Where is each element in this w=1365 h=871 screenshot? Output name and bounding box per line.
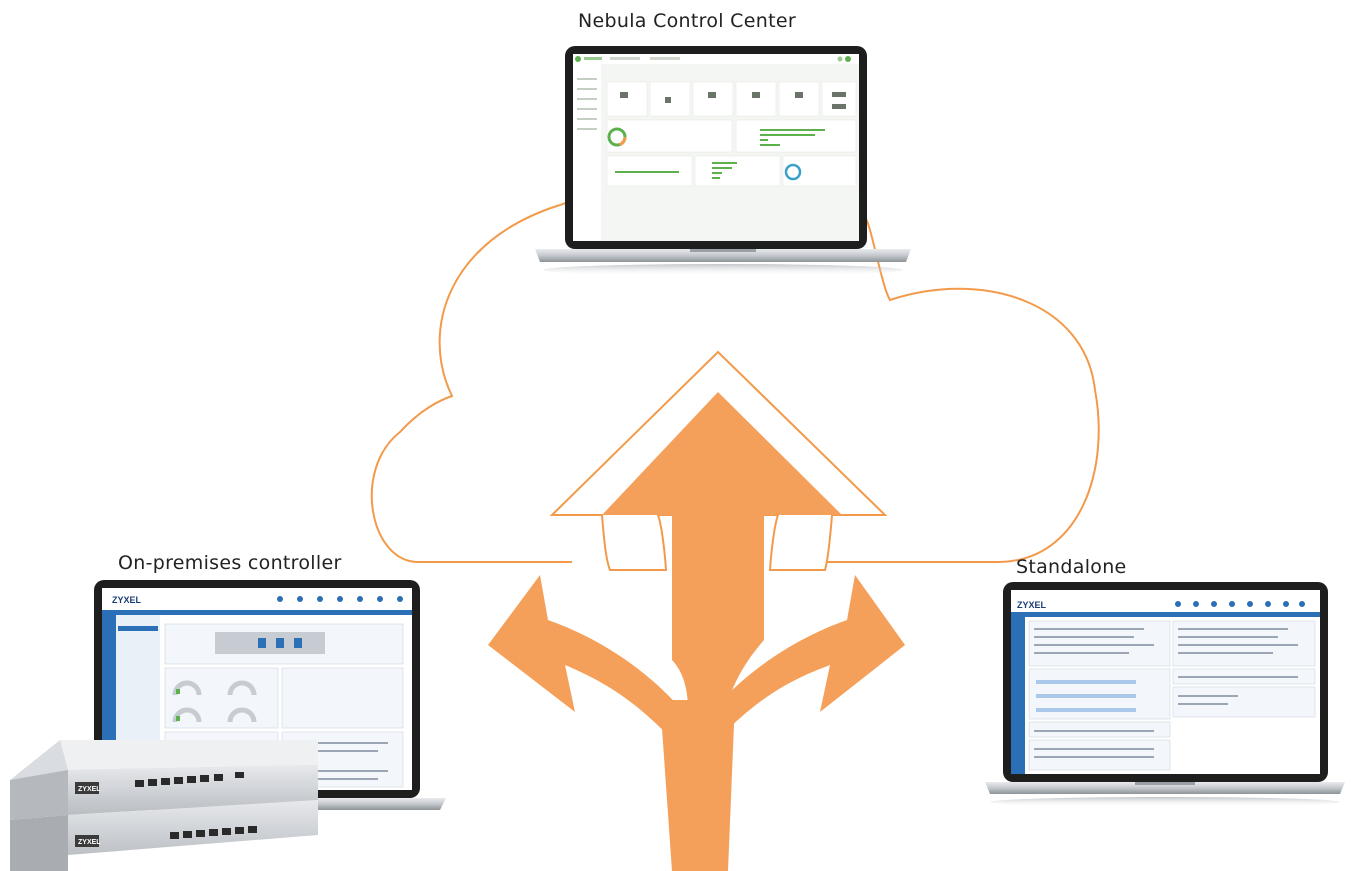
arrow-branch-right: [690, 575, 905, 760]
standalone-brand: ZYXEL: [1017, 600, 1047, 610]
laptop-nebula: [535, 46, 911, 276]
nebula-control-center-label: Nebula Control Center: [578, 10, 796, 32]
laptop-standalone: ZYXEL: [985, 582, 1345, 807]
arrow-head-up: [602, 392, 842, 515]
three-way-arrow: [488, 392, 905, 871]
onprem-brand: ZYXEL: [112, 595, 142, 605]
standalone-label: Standalone: [1016, 556, 1127, 578]
arrow-trunk: [660, 700, 735, 871]
controller-appliance: ZYXEL ZYXEL: [10, 740, 318, 871]
device-brand-2: ZYXEL: [78, 839, 101, 846]
on-premises-controller-label: On-premises controller: [118, 552, 342, 574]
device-brand-1: ZYXEL: [78, 786, 101, 793]
arrow-branch-left: [488, 575, 705, 760]
